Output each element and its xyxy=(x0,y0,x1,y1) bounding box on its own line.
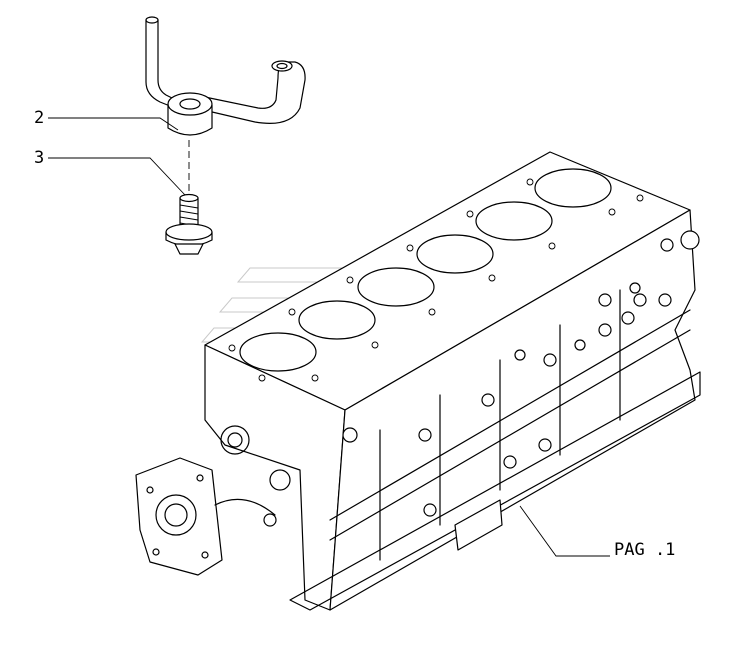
part-2-pipe xyxy=(145,16,306,136)
leader-lines xyxy=(48,117,610,557)
engine-block xyxy=(135,151,701,611)
reference-label: PAG .1 xyxy=(614,540,675,560)
cylinder-bores xyxy=(239,168,612,372)
callout-3-label: 3 xyxy=(34,148,44,168)
deck-holes xyxy=(228,178,644,382)
side-bosses xyxy=(342,230,700,517)
part-3-bolt xyxy=(165,193,213,255)
callout-2-label: 2 xyxy=(34,108,44,128)
side-ribs xyxy=(329,289,691,561)
side-pad xyxy=(454,499,503,551)
